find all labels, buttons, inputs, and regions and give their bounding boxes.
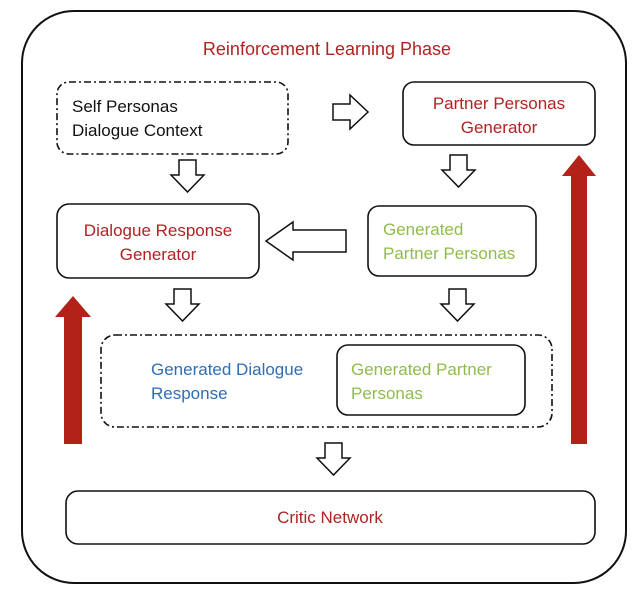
arrow-down-icon [164, 288, 201, 323]
self-personas-label: Self Personas [72, 97, 178, 116]
critic-network-box: Critic Network [65, 490, 596, 545]
dialogue-generator-line-2: Generator [120, 245, 197, 264]
generated-partner-output-line-1: Generated Partner [351, 360, 492, 379]
partner-generator-line-2: Generator [461, 118, 538, 137]
phase-title: Reinforcement Learning Phase [203, 39, 451, 59]
self-input-box: Self Personas Dialogue Context [56, 81, 289, 155]
arrow-down-icon [439, 288, 476, 323]
partner-generator-line-1: Partner Personas [433, 94, 565, 113]
generated-partner-line-2: Partner Personas [383, 244, 515, 263]
arrow-left-icon [264, 220, 347, 262]
generated-partner-line-1: Generated [383, 220, 463, 239]
outer-frame [21, 10, 627, 584]
generated-partner-output-line-2: Personas [351, 384, 423, 403]
arrow-down-icon [169, 159, 206, 194]
partner-generator-box: Partner Personas Generator [402, 81, 596, 146]
feedback-arrow-right-icon [562, 155, 596, 444]
arrow-right-icon [332, 93, 370, 131]
arrow-down-icon [440, 154, 477, 189]
dialogue-response-generator-box: Dialogue Response Generator [56, 203, 260, 279]
generated-partner-personas-output-box: Generated Partner Personas [336, 344, 526, 416]
dialogue-generator-line-1: Dialogue Response [84, 221, 232, 240]
critic-network-label: Critic Network [277, 508, 383, 527]
dialogue-context-label: Dialogue Context [72, 121, 203, 140]
generated-response-line-2: Response [151, 384, 228, 403]
feedback-arrow-left-icon [55, 296, 91, 444]
arrow-down-icon [315, 442, 352, 477]
generated-partner-personas-box: Generated Partner Personas [367, 205, 537, 277]
output-group-frame [100, 334, 553, 428]
generated-response-line-1: Generated Dialogue [151, 360, 303, 379]
